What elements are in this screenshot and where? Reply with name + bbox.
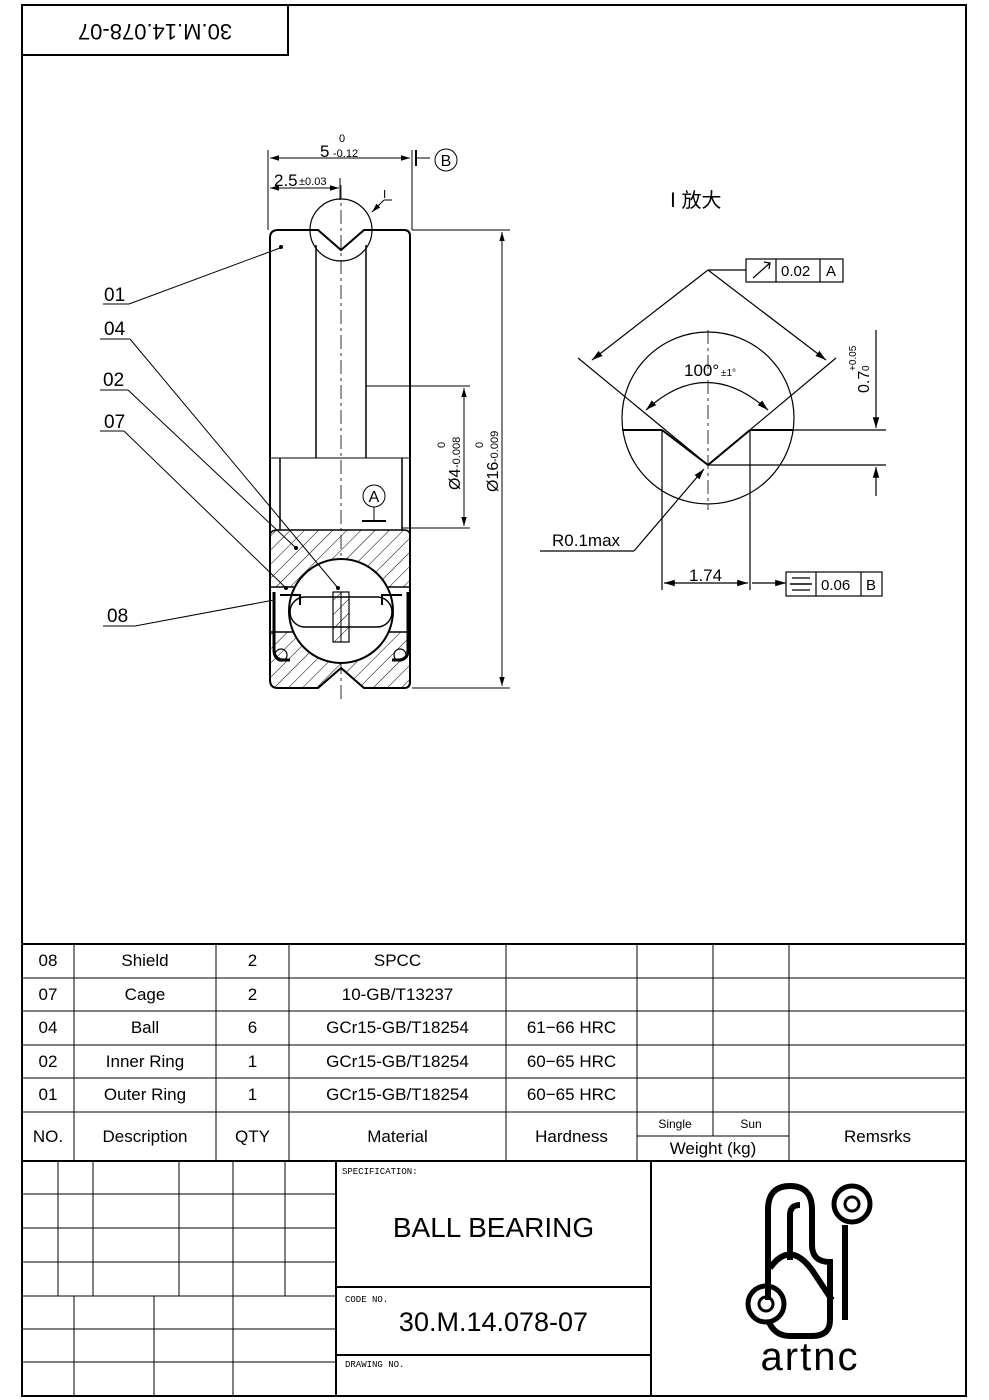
outer-dim: Ø16	[485, 462, 502, 492]
groove-tol-lower: 0	[861, 365, 872, 371]
outer-tol-upper: 0	[474, 442, 486, 448]
bom-row-qty: 1	[247, 1085, 258, 1104]
detail-marker: Ⅰ	[383, 189, 386, 201]
datum-a-label: A	[369, 489, 380, 506]
header-hardness: Hardness	[535, 1126, 608, 1146]
drawing-no-label: DRAWING NO.	[345, 1360, 405, 1370]
artnc-logo-icon	[745, 1182, 873, 1339]
title-block-grid	[22, 1161, 652, 1396]
header-material: Material	[367, 1126, 428, 1146]
groove-depth-dim: 0.7	[856, 371, 873, 393]
bom-row-hardness: 61−66 HRC	[526, 1018, 617, 1037]
callout-04: 04	[104, 319, 126, 340]
bom-row-desc: Outer Ring	[103, 1085, 187, 1104]
bom-row-no: 08	[38, 951, 58, 970]
callout-08: 08	[107, 606, 128, 627]
detail-texts: 100° ±1° 1.74 R0.1max 0.7 +0.05 0 0.02 A…	[552, 263, 876, 594]
callout-dots	[279, 245, 340, 590]
bom-row-hardness: 60−65 HRC	[526, 1085, 617, 1104]
header-sum: Sun	[740, 1117, 762, 1131]
bom-row-qty: 2	[247, 951, 258, 970]
width-dim: 5	[320, 142, 329, 161]
drawing-title: BALL BEARING	[392, 1212, 595, 1243]
angle-dim: 100°	[684, 361, 719, 380]
bom-row-material: SPCC	[373, 951, 422, 970]
bom-row-hardness	[506, 978, 637, 1011]
logo-text: artnc	[760, 1334, 860, 1379]
bom-row-no: 01	[38, 1085, 58, 1104]
spec-label: SPECIFICATION:	[342, 1167, 418, 1177]
bom-row-qty: 6	[247, 1018, 258, 1037]
bore-tol-lower: -0.008	[451, 437, 463, 468]
outer-tol-lower: -0.009	[489, 431, 501, 462]
code-label: CODE NO.	[345, 1295, 389, 1305]
detail-view	[540, 258, 886, 597]
header-no: NO.	[32, 1126, 64, 1146]
bom-row-material: GCr15-GB/T18254	[326, 1051, 469, 1071]
symmetry-value: 0.06	[821, 577, 850, 594]
corner-number-box	[21, 4, 289, 56]
bom-row-no: 07	[38, 984, 58, 1004]
bom-row-desc: Ball	[130, 1018, 160, 1037]
bom-row-material: GCr15-GB/T18254	[326, 1018, 469, 1037]
bom-row-no: 04	[38, 1018, 58, 1037]
code-number: 30.M.14.078-07	[398, 1306, 589, 1337]
corner-drawing-number: 30.M.14.078-07	[78, 19, 232, 44]
header-remarks: Remsrks	[843, 1126, 912, 1146]
detail-view-label: Ⅰ 放大	[670, 189, 721, 212]
angle-tol: ±1°	[721, 368, 736, 379]
bore-tol-upper: 0	[436, 442, 448, 448]
runout-datum: A	[826, 263, 836, 280]
main-dimension-texts: 5 0 -0.12 2.5 ±0.03 Ⅰ B A Ø4 0 -0.008 Ø1…	[103, 133, 502, 627]
bom-row-material: GCr15-GB/T18254	[326, 1085, 469, 1104]
datum-b-label: B	[441, 153, 452, 170]
bom-row-qty: 2	[247, 984, 258, 1004]
callout-07: 07	[104, 412, 125, 433]
bom-row-desc: Inner Ring	[105, 1051, 185, 1071]
bom-row-material: 10-GB/T13237	[341, 984, 454, 1004]
bom-row-desc: Cage	[124, 984, 166, 1004]
radius-dim: R0.1max	[552, 531, 621, 550]
sheet-border	[21, 4, 967, 1397]
width-tol-upper: 0	[339, 133, 345, 145]
symmetry-datum: B	[866, 577, 876, 594]
bore-dim: Ø4	[447, 469, 464, 490]
width-tol-lower: -0.12	[333, 148, 358, 160]
callout-02: 02	[103, 370, 124, 391]
groove-tol-upper: +0.05	[848, 345, 859, 371]
section-view	[269, 185, 411, 700]
header-qty: QTY	[235, 1126, 270, 1146]
half-width-dim: 2.5	[274, 171, 298, 190]
header-single: Single	[658, 1117, 692, 1131]
bom-row-hardness: 60−65 HRC	[526, 1051, 617, 1071]
half-width-tol: ±0.03	[299, 176, 326, 188]
bom-row-desc: Shield	[121, 951, 169, 970]
bom-row-hardness	[506, 944, 637, 978]
bom-row-no: 02	[38, 1051, 58, 1071]
header-weight: Weight (kg)	[669, 1138, 757, 1158]
bom-row-qty: 1	[247, 1051, 258, 1071]
main-dimensions	[100, 148, 510, 689]
groove-width-dim: 1.74	[689, 566, 722, 585]
callout-01: 01	[104, 285, 125, 306]
runout-value: 0.02	[781, 263, 810, 280]
header-description: Description	[102, 1126, 188, 1146]
